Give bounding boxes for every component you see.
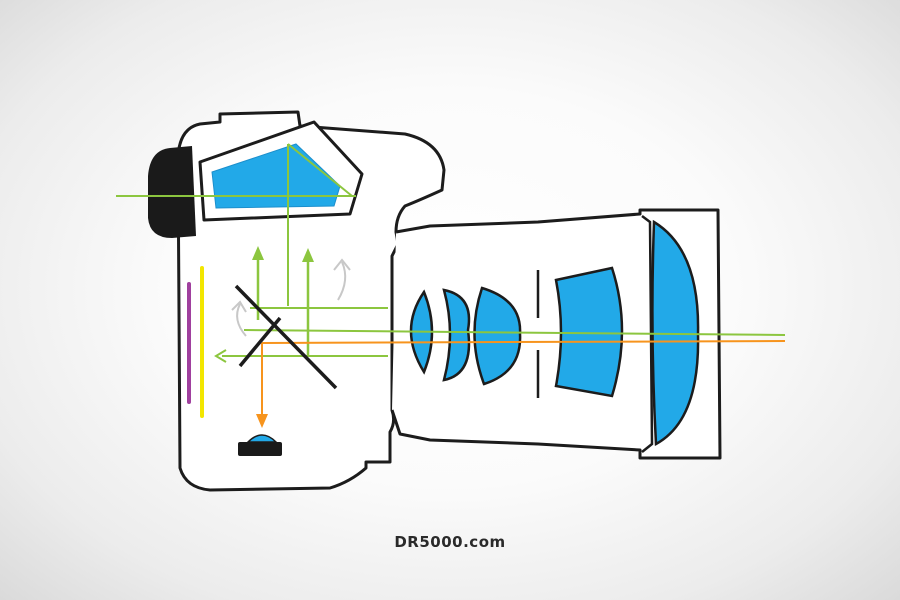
light-ray-green-bottom-head — [214, 349, 227, 363]
autofocus-sensor-icon — [246, 434, 278, 443]
faded-arrow-left-head — [231, 300, 247, 313]
light-ray-orange-down-head — [256, 414, 268, 428]
lens-element-4 — [554, 266, 624, 398]
faded-arrow-right — [337, 261, 347, 301]
light-ray-orange-axis — [261, 340, 786, 344]
light-ray-green-axis — [243, 329, 786, 336]
light-ray-green-prism-diagonal — [287, 143, 353, 197]
sub-mirror — [238, 316, 282, 368]
light-ray-green-up-right-head — [302, 248, 314, 262]
eyecup-icon — [148, 146, 196, 238]
faded-arrow-right-head — [333, 258, 351, 271]
light-ray-green-up-left-head — [252, 246, 264, 260]
faded-arrow-left — [236, 303, 247, 337]
brand-logo-text: DR5000.com — [394, 533, 506, 551]
lens-element-2 — [442, 288, 471, 382]
lens-barrel-outline — [390, 208, 722, 460]
reflex-mirror — [234, 284, 338, 390]
autofocus-sensor-base — [238, 442, 282, 456]
